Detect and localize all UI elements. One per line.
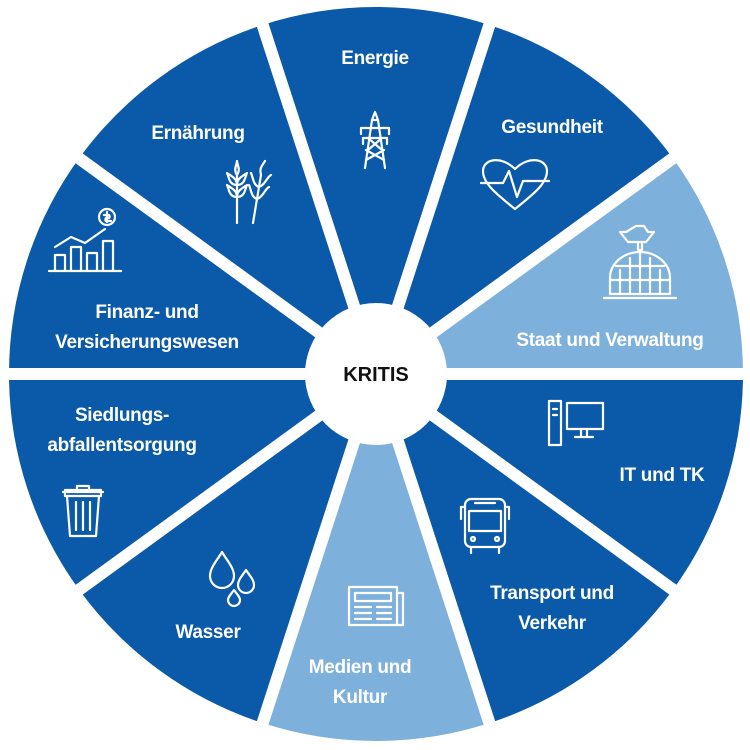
sector-label: abfallentsorgung (47, 435, 196, 456)
sector-energie (253, 0, 499, 394)
sector-ernährung (65, 11, 388, 390)
center-label: KRITIS (343, 364, 409, 386)
sector-label: IT und TK (620, 465, 705, 486)
sector-label: Transport und (490, 583, 614, 604)
sector-label: Staat und Verwaltung (516, 330, 703, 351)
computer-icon (547, 399, 605, 447)
bus-icon (459, 497, 511, 555)
water-drops-icon (208, 550, 256, 608)
sector-staat-und-verwaltung (357, 146, 750, 380)
sector-label: Medien und (309, 657, 412, 678)
sector-label: Ernährung (151, 123, 244, 144)
sector-label: Versicherungswesen (55, 332, 239, 353)
sector-finanz-und-versicherungswesen (0, 146, 395, 380)
wheat-icon (225, 159, 273, 225)
sector-medien-und-kultur (253, 354, 499, 750)
sector-label: Verkehr (518, 613, 587, 634)
newspaper-icon (347, 585, 405, 627)
sector-transport-und-verkehr (364, 358, 687, 737)
sector-label: Finanz- und (95, 302, 198, 323)
power-pylon-icon (359, 110, 391, 170)
center-circle (305, 303, 447, 445)
sector-label: Kultur (333, 687, 388, 708)
sector-label: Siedlungs- (75, 405, 169, 426)
sector-it-und-tk (357, 368, 750, 602)
finance-chart-icon (47, 207, 123, 273)
trash-can-icon (61, 484, 105, 538)
heart-pulse-icon (479, 159, 551, 211)
sector-siedlungs-abfallentsorgung (0, 368, 395, 602)
sector-wasser (65, 358, 388, 737)
sector-label: Wasser (175, 622, 241, 643)
sector-gesundheit (364, 11, 687, 390)
eagle-dome-icon (602, 224, 678, 300)
sector-label: Energie (341, 48, 409, 69)
sector-label: Gesundheit (501, 117, 603, 138)
